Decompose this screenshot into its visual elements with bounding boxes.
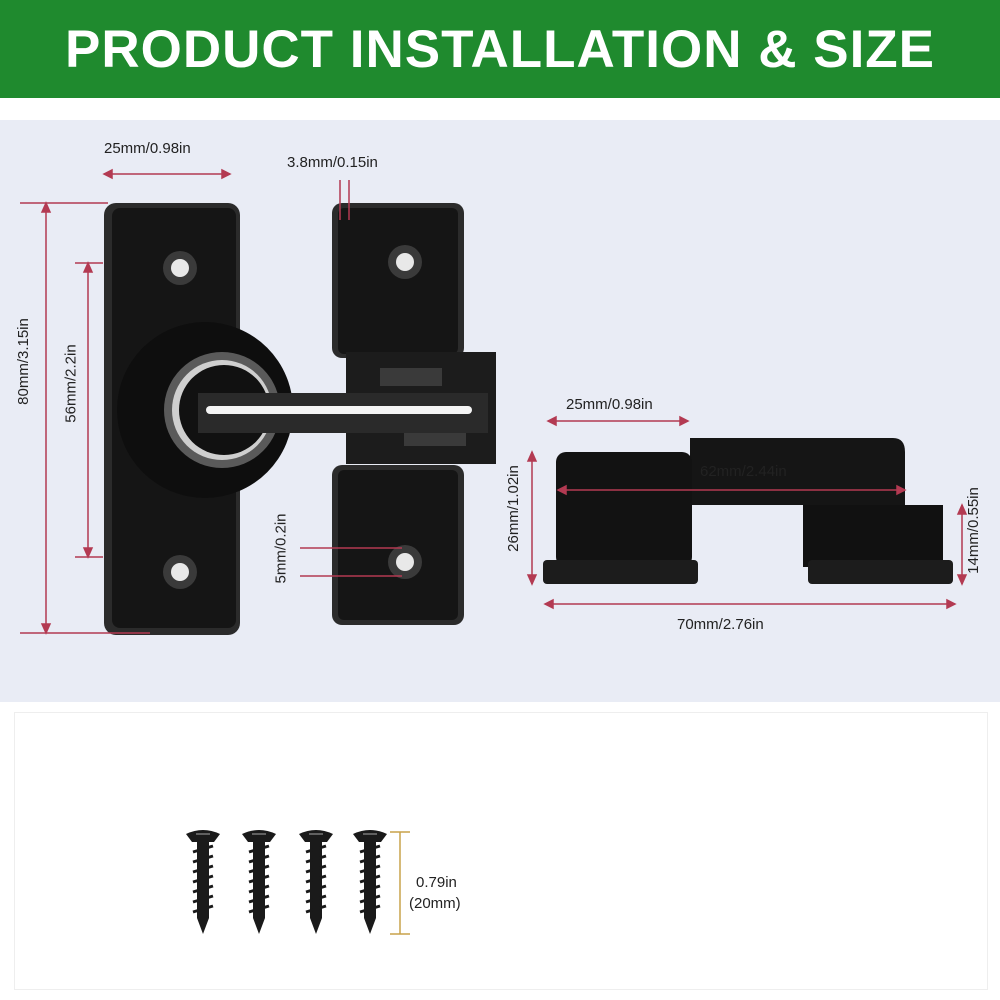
front-hole-spacing-label: 56mm/2.2in: [62, 344, 80, 423]
screws: [186, 830, 387, 934]
front-dimension-lines: [20, 168, 402, 635]
latch-left-plate: [104, 203, 293, 635]
screw: [353, 830, 387, 934]
page-title: PRODUCT INSTALLATION & SIZE: [64, 19, 936, 79]
screw-length-in-label: 0.79in: [416, 874, 457, 891]
screw: [242, 830, 276, 934]
side-arm-length-label: 62mm/2.44in: [700, 463, 787, 480]
front-hole-diameter-label: 5mm/0.2in: [272, 513, 290, 584]
front-total-height-label: 80mm/3.15in: [14, 318, 32, 405]
side-catch-height-label: 14mm/0.55in: [964, 487, 982, 574]
side-base-width-label: 25mm/0.98in: [566, 396, 653, 413]
front-width-label: 25mm/0.98in: [104, 140, 191, 157]
side-height-label: 26mm/1.02in: [504, 465, 522, 552]
screw: [186, 830, 220, 934]
screw-length-mm-label: (20mm): [409, 895, 461, 912]
screw-panel: [14, 712, 988, 990]
side-dimension-lines: [526, 415, 968, 610]
title-banner: PRODUCT INSTALLATION & SIZE: [0, 0, 1000, 98]
side-total-length-label: 70mm/2.76in: [677, 616, 764, 633]
screw-length-bracket: [390, 831, 410, 935]
latch-handle-bar: [198, 393, 488, 433]
front-thickness-label: 3.8mm/0.15in: [287, 154, 378, 171]
latch-side-view: [543, 438, 953, 584]
screw: [299, 830, 333, 934]
